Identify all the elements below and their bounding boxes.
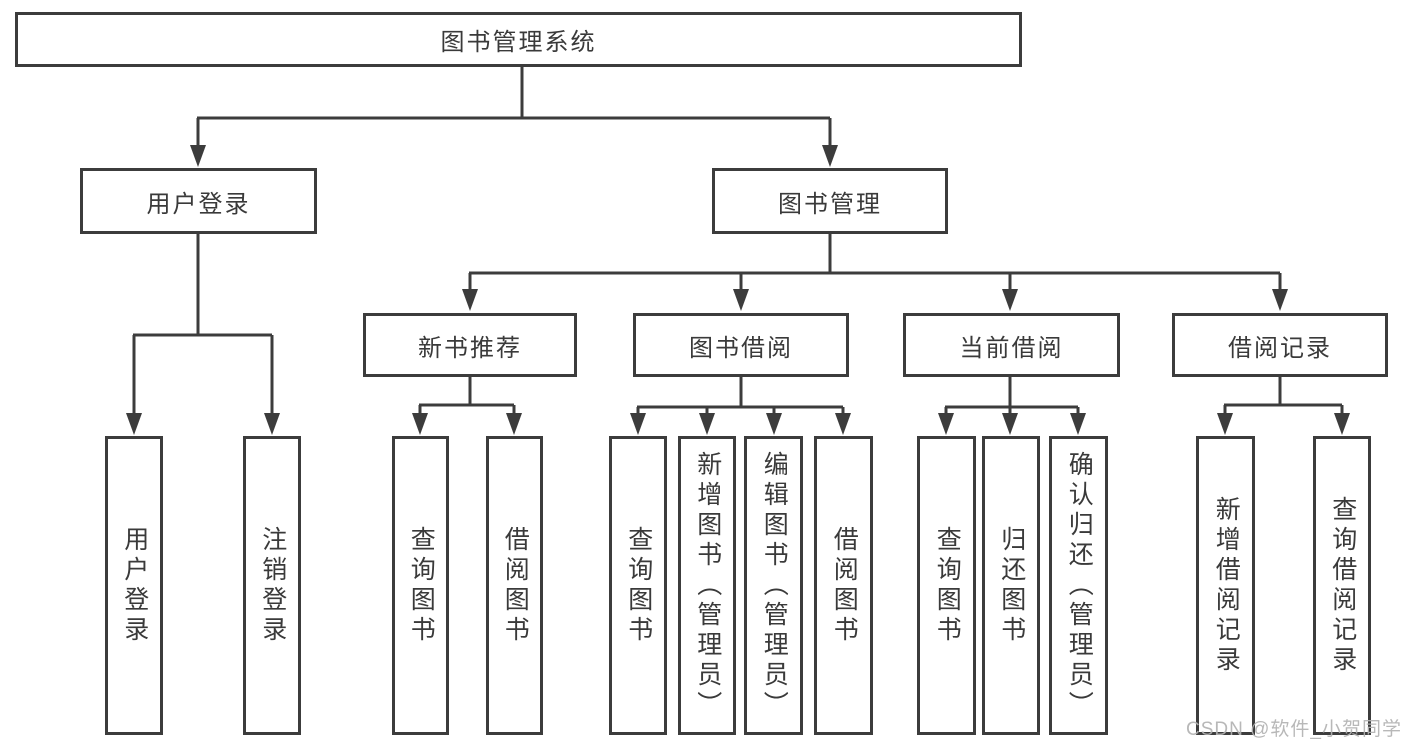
node-new-book-recommend: 新书推荐 — [363, 313, 577, 377]
connector-borrow-records-to-leaves — [1223, 377, 1344, 415]
connector-book-borrow-to-leaves — [636, 377, 845, 415]
arrowhead-icon — [190, 145, 206, 167]
arrowhead-icon — [264, 413, 280, 435]
arrowhead-icon — [506, 413, 522, 435]
arrowhead-icon — [412, 413, 428, 435]
leaf-current-query-books: 查询图书 — [917, 436, 976, 735]
arrowhead-icon — [766, 413, 782, 435]
connector-user-login-to-leaves — [132, 234, 274, 415]
leaf-borrow-edit-books-admin: 编辑图书（管理员） — [744, 436, 803, 735]
arrowhead-icon — [630, 413, 646, 435]
node-book-borrow: 图书借阅 — [633, 313, 849, 377]
arrowhead-icon — [1217, 413, 1233, 435]
arrowhead-icon — [699, 413, 715, 435]
leaf-borrow-borrow-books: 借阅图书 — [814, 436, 873, 735]
leaf-borrow-query-books: 查询图书 — [609, 436, 667, 735]
node-library-management-system: 图书管理系统 — [15, 12, 1022, 67]
leaf-logout: 注销登录 — [243, 436, 301, 735]
leaf-current-return-books: 归还图书 — [982, 436, 1040, 735]
arrowheads — [126, 145, 1350, 435]
arrowhead-icon — [938, 413, 954, 435]
arrowhead-icon — [462, 289, 478, 311]
connector-lines — [132, 67, 1344, 415]
arrowhead-icon — [1070, 413, 1086, 435]
arrowhead-icon — [835, 413, 851, 435]
connector-book-mgmt-to-level3 — [468, 234, 1282, 291]
arrowhead-icon — [822, 145, 838, 167]
leaf-borrow-add-books-admin: 新增图书（管理员） — [678, 436, 736, 735]
csdn-watermark: CSDN @软件_小贺同学 — [1186, 719, 1402, 740]
connector-root-to-level2 — [196, 67, 832, 147]
connector-new-book-to-leaves — [418, 377, 516, 415]
leaf-newbook-borrow-books: 借阅图书 — [486, 436, 543, 735]
node-borrow-records: 借阅记录 — [1172, 313, 1388, 377]
leaf-newbook-query-books: 查询图书 — [392, 436, 449, 735]
arrowhead-icon — [1002, 413, 1018, 435]
arrowhead-icon — [1002, 289, 1018, 311]
arrowhead-icon — [1334, 413, 1350, 435]
leaf-records-add-record: 新增借阅记录 — [1196, 436, 1255, 735]
arrowhead-icon — [1272, 289, 1288, 311]
node-user-login: 用户登录 — [80, 168, 317, 234]
leaf-current-confirm-return-admin: 确认归还（管理员） — [1049, 436, 1108, 735]
connector-current-borrow-to-leaves — [944, 377, 1080, 415]
leaf-records-query-record: 查询借阅记录 — [1313, 436, 1371, 735]
node-current-borrow: 当前借阅 — [903, 313, 1120, 377]
arrowhead-icon — [126, 413, 142, 435]
node-book-management: 图书管理 — [712, 168, 948, 234]
arrowhead-icon — [733, 289, 749, 311]
leaf-user-login: 用户登录 — [105, 436, 163, 735]
